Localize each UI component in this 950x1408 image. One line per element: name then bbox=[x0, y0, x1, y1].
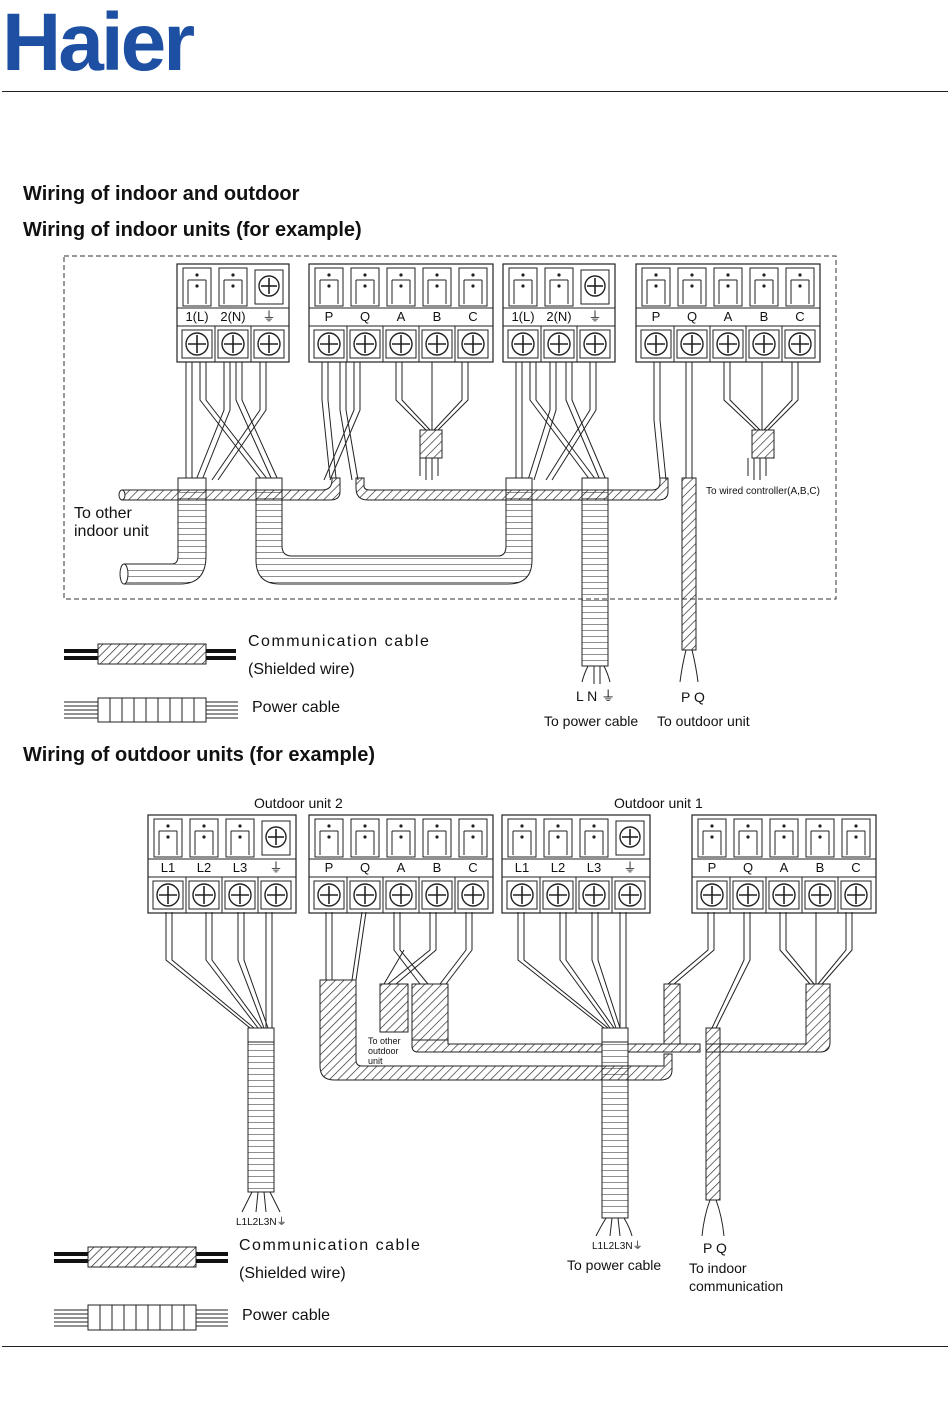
legend-power-label-indoor: Power cable bbox=[252, 699, 341, 716]
terminal-label: P bbox=[652, 309, 661, 324]
to-other-outdoor-sheath bbox=[379, 983, 409, 1033]
outdoor2-power-wires bbox=[165, 912, 273, 1029]
indoor2-comm-wires bbox=[653, 362, 799, 481]
terminal-label: Q bbox=[687, 309, 697, 324]
terminal-label: C bbox=[851, 860, 860, 875]
terminal-label: L1 bbox=[161, 860, 175, 875]
terminal-label: A bbox=[724, 309, 733, 324]
indoor2-power-block: 1(L) 2(N) ⏚ bbox=[502, 263, 616, 363]
indoor-wiring-title: Wiring of indoor units (for example) bbox=[23, 219, 362, 241]
to-indoor-comm-line1: To indoor bbox=[689, 1260, 747, 1276]
haier-logo: Haier bbox=[2, 0, 195, 88]
terminal-label: L2 bbox=[551, 860, 565, 875]
terminal-label: ⏚ bbox=[623, 860, 636, 875]
indoor2-power-wires bbox=[515, 362, 607, 481]
indoor-comm-end-label: P Q bbox=[681, 689, 705, 705]
terminal-label: ⏚ bbox=[588, 309, 601, 324]
legend-shielded-label-outdoor: (Shielded wire) bbox=[239, 1265, 346, 1282]
legend-comm-label-outdoor: Communication cable bbox=[239, 1237, 422, 1254]
terminal-label: C bbox=[795, 309, 804, 324]
terminal-label: Q bbox=[743, 860, 753, 875]
outdoor-comm-cable-down bbox=[701, 1027, 725, 1237]
indoor-comm-cable-down bbox=[679, 477, 699, 683]
outdoor-comm-end-label: P Q bbox=[703, 1240, 727, 1256]
terminal-label: L3 bbox=[587, 860, 601, 875]
indoor1-power-wires bbox=[185, 362, 279, 481]
indoor1-comm-wires bbox=[321, 362, 469, 481]
terminal-label: B bbox=[816, 860, 825, 875]
legend-power-cable-outdoor bbox=[54, 1304, 228, 1331]
outdoor1-power-wires bbox=[517, 912, 627, 1029]
indoor-power-cable-down bbox=[581, 477, 611, 684]
terminal-label: P bbox=[708, 860, 717, 875]
terminal-label: A bbox=[397, 860, 406, 875]
terminal-label: L3 bbox=[233, 860, 247, 875]
to-indoor-comm-line2: communication bbox=[689, 1278, 784, 1294]
indoor-comm-cable-left bbox=[121, 477, 341, 501]
indoor2-controller-sheath bbox=[751, 429, 775, 459]
to-other-indoor-line1: To other bbox=[74, 505, 132, 522]
terminal-label: L2 bbox=[197, 860, 211, 875]
terminal-label: C bbox=[468, 309, 477, 324]
footer-divider bbox=[2, 1346, 948, 1347]
outdoor2-power-end-label: L1L2L3N⏚ bbox=[236, 1217, 287, 1228]
outdoor2-power-cable bbox=[241, 1027, 281, 1213]
to-outdoor-unit-label: To outdoor unit bbox=[657, 713, 750, 729]
terminal-label: 1(L) bbox=[185, 309, 208, 324]
legend-power-label-outdoor: Power cable bbox=[242, 1307, 331, 1324]
outdoor-comm-cable-loop bbox=[319, 979, 673, 1081]
terminal-label: A bbox=[397, 309, 406, 324]
outdoor2-power-block: L1 L2 L3 ⏚ bbox=[147, 814, 297, 914]
outdoor-unit-2-title: Outdoor unit 2 bbox=[254, 795, 343, 811]
section-title: Wiring of indoor and outdoor bbox=[23, 183, 300, 205]
header-divider bbox=[2, 91, 948, 92]
terminal-label: L1 bbox=[515, 860, 529, 875]
legend-shielded-label-indoor: (Shielded wire) bbox=[248, 661, 355, 678]
indoor1-power-block: 1(L) 2(N) ⏚ bbox=[176, 263, 290, 363]
outdoor-to-power-cable-label: To power cable bbox=[567, 1257, 662, 1273]
legend-comm-cable-indoor bbox=[64, 643, 236, 665]
legend-comm-cable-outdoor bbox=[54, 1246, 228, 1268]
legend-comm-label-indoor: Communication cable bbox=[248, 633, 431, 650]
terminal-label: P bbox=[325, 860, 334, 875]
terminal-label: ⏚ bbox=[269, 860, 282, 875]
terminal-label: C bbox=[468, 860, 477, 875]
terminal-label: Q bbox=[360, 860, 370, 875]
outdoor-wiring-title: Wiring of outdoor units (for example) bbox=[23, 744, 376, 766]
outdoor2-comm-wires bbox=[325, 911, 473, 985]
to-other-outdoor-line2: outdoor bbox=[368, 1046, 399, 1056]
outdoor1-power-cable bbox=[595, 1027, 633, 1237]
to-other-indoor-line2: indoor unit bbox=[74, 523, 149, 540]
indoor-power-end-label: L N ⏚ bbox=[576, 688, 616, 704]
terminal-label: B bbox=[433, 860, 442, 875]
terminal-label: A bbox=[780, 860, 789, 875]
legend-power-cable-indoor bbox=[64, 697, 238, 723]
terminal-label: B bbox=[433, 309, 442, 324]
to-other-outdoor-line3: unit bbox=[368, 1056, 383, 1066]
outdoor1-comm-wires bbox=[667, 912, 853, 1029]
to-power-cable-label: To power cable bbox=[544, 713, 639, 729]
to-wired-controller-label: To wired controller(A,B,C) bbox=[706, 486, 820, 497]
terminal-label: B bbox=[760, 309, 769, 324]
terminal-label: 1(L) bbox=[511, 309, 534, 324]
outdoor-terminal-blocks: L1 L2 L3 ⏚ P Q A B C L1 L2 L3 ⏚ P Q A B C bbox=[147, 814, 877, 914]
indoor1-controller-sheath bbox=[419, 429, 443, 459]
terminal-label: 2(N) bbox=[546, 309, 571, 324]
indoor-terminal-blocks: 1(L) 2(N) ⏚ P Q A B C 1(L) 2(N) ⏚ P Q A B C bbox=[176, 263, 821, 363]
outdoor-unit-1-title: Outdoor unit 1 bbox=[614, 795, 703, 811]
terminal-label: 2(N) bbox=[220, 309, 245, 324]
terminal-label: Q bbox=[360, 309, 370, 324]
terminal-label: P bbox=[325, 309, 334, 324]
terminal-label: ⏚ bbox=[262, 309, 275, 324]
indoor-unit-boundary bbox=[63, 255, 837, 600]
outdoor1-power-end-label: L1L2L3N⏚ bbox=[592, 1241, 643, 1252]
outdoor1-power-block: L1 L2 L3 ⏚ bbox=[501, 814, 651, 914]
indoor-power-cable-loop bbox=[119, 477, 533, 585]
to-other-outdoor-line1: To other bbox=[368, 1036, 401, 1046]
